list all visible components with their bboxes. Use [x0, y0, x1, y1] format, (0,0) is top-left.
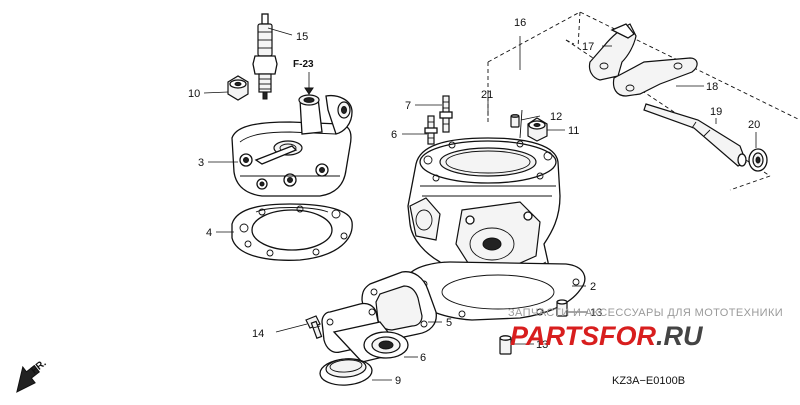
callout-13-upper: 13 [590, 307, 602, 319]
callout-20: 20 [748, 119, 760, 131]
flange-nut[interactable] [527, 117, 548, 142]
callout-14: 14 [252, 328, 264, 340]
watermark: ЗАПЧАСТИ И АКСЕССУАРЫ ДЛЯ МОТОТЕХНИКИ PA… [508, 307, 783, 351]
insulator-gasket[interactable] [361, 271, 437, 341]
flange-bolt[interactable] [305, 315, 323, 339]
diagram-code: KZ3A−E0100B [612, 375, 685, 387]
base-gasket[interactable] [407, 261, 586, 321]
oil-seal[interactable] [748, 148, 768, 172]
cap-nut[interactable] [227, 75, 249, 101]
exhaust-valve-arm[interactable] [612, 57, 698, 97]
callout-9: 9 [395, 375, 401, 387]
leader-lines [203, 27, 757, 381]
callout-numbers: 15 10 3 4 7 6 12 11 21 16 17 18 19 20 2 … [188, 17, 760, 387]
callout-15: 15 [296, 31, 308, 43]
callout-6-lower: 6 [420, 352, 426, 364]
callout-13-lower: 13 [536, 339, 548, 351]
exhaust-valve-flap[interactable] [588, 23, 637, 81]
dowel-pin-upper[interactable] [556, 299, 568, 317]
spark-plug[interactable] [252, 13, 278, 100]
callout-5: 5 [446, 317, 452, 329]
exhaust-valve-shaft[interactable] [643, 103, 747, 167]
watermark-logo: PARTSFOR.RU [510, 321, 704, 351]
callout-21: 21 [481, 89, 493, 101]
callout-19: 19 [710, 106, 722, 118]
reference-label: F-23 [293, 59, 314, 70]
watermark-logo-for: FOR [599, 321, 656, 351]
callout-4: 4 [206, 227, 212, 239]
callout-3: 3 [198, 157, 204, 169]
callout-7: 7 [405, 100, 411, 112]
callout-6-upper: 6 [391, 129, 397, 141]
callout-11: 11 [568, 125, 579, 137]
intake-clamp[interactable] [319, 357, 373, 387]
stud-bolt-small[interactable] [424, 115, 438, 145]
watermark-logo-parts: PARTS [510, 321, 599, 351]
callout-10: 10 [188, 88, 200, 100]
cylinder[interactable] [407, 109, 561, 287]
front-arrow-icon [16, 364, 40, 393]
dowel-pin-lower[interactable] [499, 335, 512, 355]
callout-17: 17 [582, 41, 594, 53]
dowel-pin[interactable] [510, 113, 520, 128]
head-gasket[interactable] [231, 203, 353, 261]
intake-pipe[interactable] [321, 302, 409, 363]
callout-2: 2 [590, 281, 596, 293]
stud-bolt[interactable] [439, 95, 453, 133]
cylinder-head[interactable] [231, 94, 353, 197]
callout-16: 16 [514, 17, 526, 29]
watermark-logo-ru: .RU [656, 321, 704, 351]
callout-12: 12 [550, 111, 562, 123]
callout-18: 18 [706, 81, 718, 93]
watermark-caption: ЗАПЧАСТИ И АКСЕССУАРЫ ДЛЯ МОТОТЕХНИКИ [508, 307, 783, 319]
